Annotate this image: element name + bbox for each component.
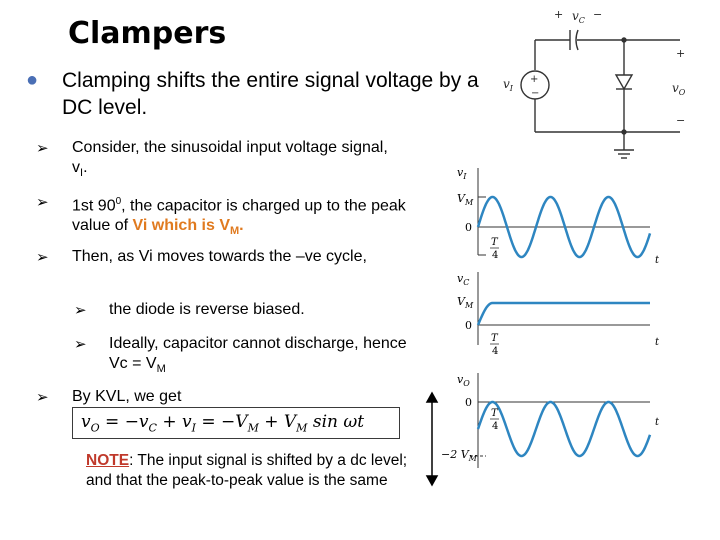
kvl-equation: vO = −vC + vI = −VM + VM sin ωt xyxy=(81,412,364,434)
arrow-bullet-icon: ➢ xyxy=(36,249,49,266)
cap-plus: + xyxy=(554,8,563,21)
vc-vm-label: VM xyxy=(457,295,474,310)
diode-icon xyxy=(614,74,634,91)
peak-to-peak-arrow-icon xyxy=(425,391,439,487)
note-text: NOTE: The input signal is shifted by a d… xyxy=(86,451,426,491)
point-first-quarter: 1st 900, the capacitor is charged up to … xyxy=(72,192,412,242)
vi-t-axis: t xyxy=(655,255,660,266)
vc-zero-label: 0 xyxy=(465,319,472,332)
vo-plus: + xyxy=(676,47,685,60)
point-text: Ideally, capacitor cannot discharge, hen… xyxy=(109,335,407,372)
capacitor-plate-curved xyxy=(575,29,579,51)
slide-title: Clampers xyxy=(68,16,227,51)
point-sub: I xyxy=(80,167,84,180)
point-text: Consider, the sinusoidal input voltage s… xyxy=(72,139,388,176)
arrow-bullet-icon: ➢ xyxy=(36,389,49,406)
point-negative-cycle: Then, as Vi moves towards the –ve cycle, xyxy=(72,248,367,265)
vc-t-num: T xyxy=(491,333,499,344)
source-plus: + xyxy=(530,74,538,85)
vo-label: vO xyxy=(672,81,686,97)
vo-zero-label: 0 xyxy=(465,396,472,409)
arrow-bullet-icon: ➢ xyxy=(74,302,87,319)
eq-sub: C xyxy=(148,421,157,435)
point-kvl: By KVL, we get xyxy=(72,388,182,405)
plot-vc: vC VM 0 T 4 t xyxy=(457,272,660,357)
note-label: NOTE xyxy=(86,452,130,469)
eq-sub: M xyxy=(296,421,308,435)
eq-term: = −v xyxy=(99,412,149,432)
vc-axis-label: vC xyxy=(457,272,469,287)
point-consider: Consider, the sinusoidal input voltage s… xyxy=(72,138,402,183)
point-text-mid: , the capacitor is charged up to the pea… xyxy=(72,197,406,235)
vo-t-axis: t xyxy=(655,417,660,428)
vi-t-num: T xyxy=(491,237,499,248)
note-body: : The input signal is shifted by a dc le… xyxy=(86,452,408,489)
vi-axis-label: vI xyxy=(457,166,467,181)
vi-waveform xyxy=(476,195,652,259)
point-sub: M xyxy=(156,363,166,376)
vi-vm-label: VM xyxy=(457,192,474,207)
vc-waveform xyxy=(476,301,650,326)
arrow-bullet-icon: ➢ xyxy=(36,140,49,157)
plot-vo: vO 0 −2 VM T 4 t xyxy=(441,373,660,468)
eq-term: + v xyxy=(156,412,192,432)
vo-minus: − xyxy=(676,114,685,127)
point-highlight: Vi which is V xyxy=(132,217,230,235)
bullet-dot-icon: ● xyxy=(26,69,39,91)
vc-t-axis: t xyxy=(655,337,660,348)
arrow-bullet-icon: ➢ xyxy=(36,194,49,211)
arrow-bullet-icon: ➢ xyxy=(74,336,87,353)
vo-waveform xyxy=(476,400,652,458)
point-tail: . xyxy=(83,159,88,176)
eq-sub: O xyxy=(90,421,100,435)
point-tail: . xyxy=(239,217,244,235)
vi-label: vI xyxy=(503,77,514,93)
eq-term: = −V xyxy=(195,412,248,432)
point-highlight-sub: M xyxy=(230,225,240,238)
eq-term: sin ωt xyxy=(307,412,365,432)
point-text: 1st 90 xyxy=(72,197,116,215)
vo-axis-label: vO xyxy=(457,373,470,388)
cap-minus: − xyxy=(593,8,602,21)
vi-zero-label: 0 xyxy=(465,221,472,234)
clamper-circuit xyxy=(520,29,680,159)
point-reverse-biased: the diode is reverse biased. xyxy=(109,301,305,318)
eq-sub: M xyxy=(247,421,259,435)
eq-term: + V xyxy=(258,412,297,432)
plot-vi: vI VM 0 T 4 t xyxy=(457,166,660,266)
vo-min-label: −2 VM xyxy=(441,448,478,463)
eq-sub: I xyxy=(191,421,196,435)
equation-box: vO = −vC + vI = −VM + VM sin ωt xyxy=(72,407,400,439)
vc-t-den: 4 xyxy=(492,346,498,357)
vo-t-num: T xyxy=(491,408,499,419)
main-bullet-text: Clamping shifts the entire signal voltag… xyxy=(62,69,479,119)
vo-t-den: 4 xyxy=(492,421,498,432)
vi-t-den: 4 xyxy=(492,250,498,261)
source-minus: − xyxy=(531,88,539,99)
point-sup: 0 xyxy=(115,196,122,207)
vc-label: vC xyxy=(572,9,585,25)
point-cannot-discharge: Ideally, capacitor cannot discharge, hen… xyxy=(109,334,409,379)
eq-term: v xyxy=(81,412,91,432)
